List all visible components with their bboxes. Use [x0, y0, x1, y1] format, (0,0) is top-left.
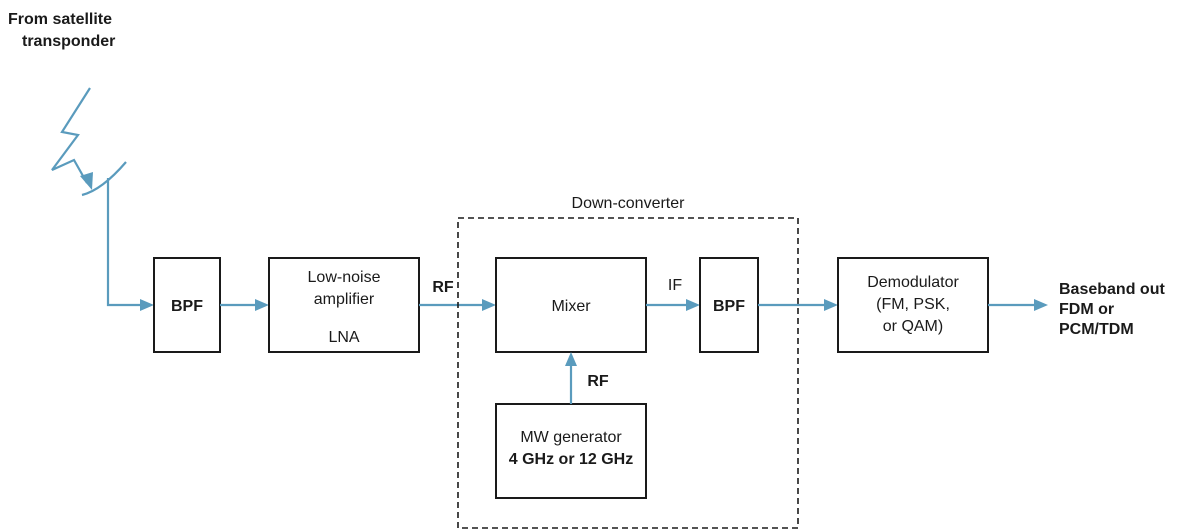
rf-lo-label: RF: [587, 373, 609, 390]
feed-line: [106, 178, 142, 307]
incoming-signal-zigzag: [51, 87, 91, 184]
bpf1-label: BPF: [171, 298, 203, 315]
if-label: IF: [668, 277, 682, 294]
bpf1-to-lna-arrowhead: [255, 299, 269, 311]
output-label-line3: PCM/TDM: [1059, 321, 1134, 338]
feed-arrowhead: [140, 299, 154, 311]
lna-to-mixer-arrowhead: [482, 299, 496, 311]
mixer-label: Mixer: [551, 298, 591, 315]
mixer-to-bpf2-arrowhead: [686, 299, 700, 311]
mixer-box: [495, 257, 647, 353]
rf-input-label: RF: [432, 279, 454, 296]
source-label-line1: From satellite: [8, 11, 112, 28]
dish-antenna-icon: [81, 161, 127, 197]
lo-to-mixer-arrowhead: [565, 352, 577, 366]
demodulator-label-line1: Demodulator: [867, 274, 959, 291]
mw-generator-label-line2: 4 GHz or 12 GHz: [509, 451, 633, 468]
demod-to-output-arrowhead: [1034, 299, 1048, 311]
demodulator-label-line2: (FM, PSK,: [876, 296, 950, 313]
downconverter-enclosure: [457, 217, 799, 529]
bpf1-box: [153, 257, 221, 353]
bpf2-label: BPF: [713, 298, 745, 315]
lna-label-line2: amplifier: [314, 291, 375, 308]
output-label-line2: FDM or: [1059, 301, 1114, 318]
output-label-line1: Baseband out: [1059, 281, 1165, 298]
incoming-signal-arrowhead: [80, 172, 93, 190]
downconverter-title: Down-converter: [572, 195, 686, 212]
lna-label-line1: Low-noise: [308, 269, 381, 286]
demodulator-box: [837, 257, 989, 353]
demodulator-label-line3: or QAM): [883, 318, 943, 335]
lna-label-line3: LNA: [328, 329, 359, 346]
source-label-line2: transponder: [22, 33, 115, 50]
bpf2-to-demod-arrowhead: [824, 299, 838, 311]
mw-generator-label-line1: MW generator: [520, 429, 622, 446]
